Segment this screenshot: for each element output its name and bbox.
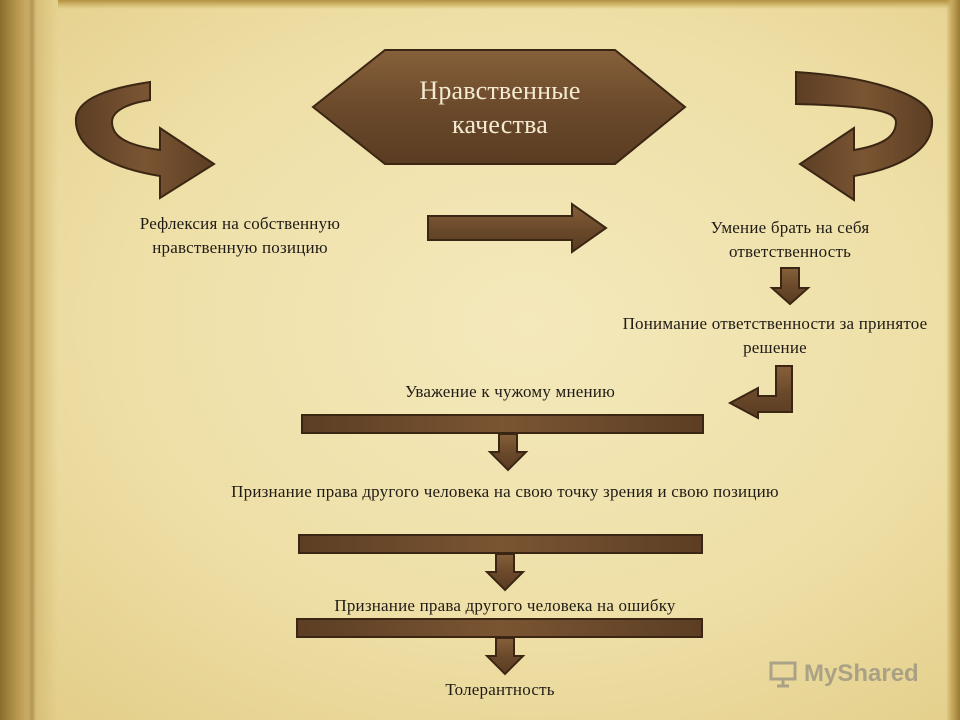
node-recognition-view: Признание права другого человека на свою… — [231, 482, 779, 501]
header-hexagon — [311, 49, 687, 165]
curved-arrow-left — [74, 80, 216, 200]
curved-arrow-right — [795, 70, 934, 202]
arrow-down-1 — [769, 267, 811, 306]
node-responsibility: Умение брать на себя ответственность — [710, 218, 870, 261]
node-tolerance: Толерантность — [445, 680, 555, 699]
watermark: MyShared — [768, 654, 938, 694]
node-recognition-error: Признание права другого человека на ошиб… — [334, 596, 676, 615]
book-top-edge — [58, 0, 960, 9]
book-spine — [0, 0, 58, 720]
book-right-edge — [946, 0, 960, 720]
bar-recognition-view — [298, 534, 703, 554]
node-understanding: Понимание ответственности за принятое ре… — [622, 314, 928, 357]
header-title: Нравственные качества — [419, 76, 581, 139]
arrow-down-3 — [484, 553, 526, 592]
arrow-down-2 — [487, 433, 529, 472]
arrow-right-1 — [427, 202, 608, 254]
presentation-board-icon — [769, 661, 797, 688]
arrow-down-4 — [484, 637, 526, 676]
book-binding-line — [28, 0, 36, 720]
arrow-elbow — [727, 365, 793, 420]
node-respect: Уважение к чужому мнению — [405, 382, 615, 401]
bar-respect — [301, 414, 704, 434]
watermark-text: MyShared — [804, 660, 919, 687]
bar-recognition-error — [296, 618, 703, 638]
node-reflexion: Рефлексия на собственную нравственную по… — [139, 214, 341, 257]
